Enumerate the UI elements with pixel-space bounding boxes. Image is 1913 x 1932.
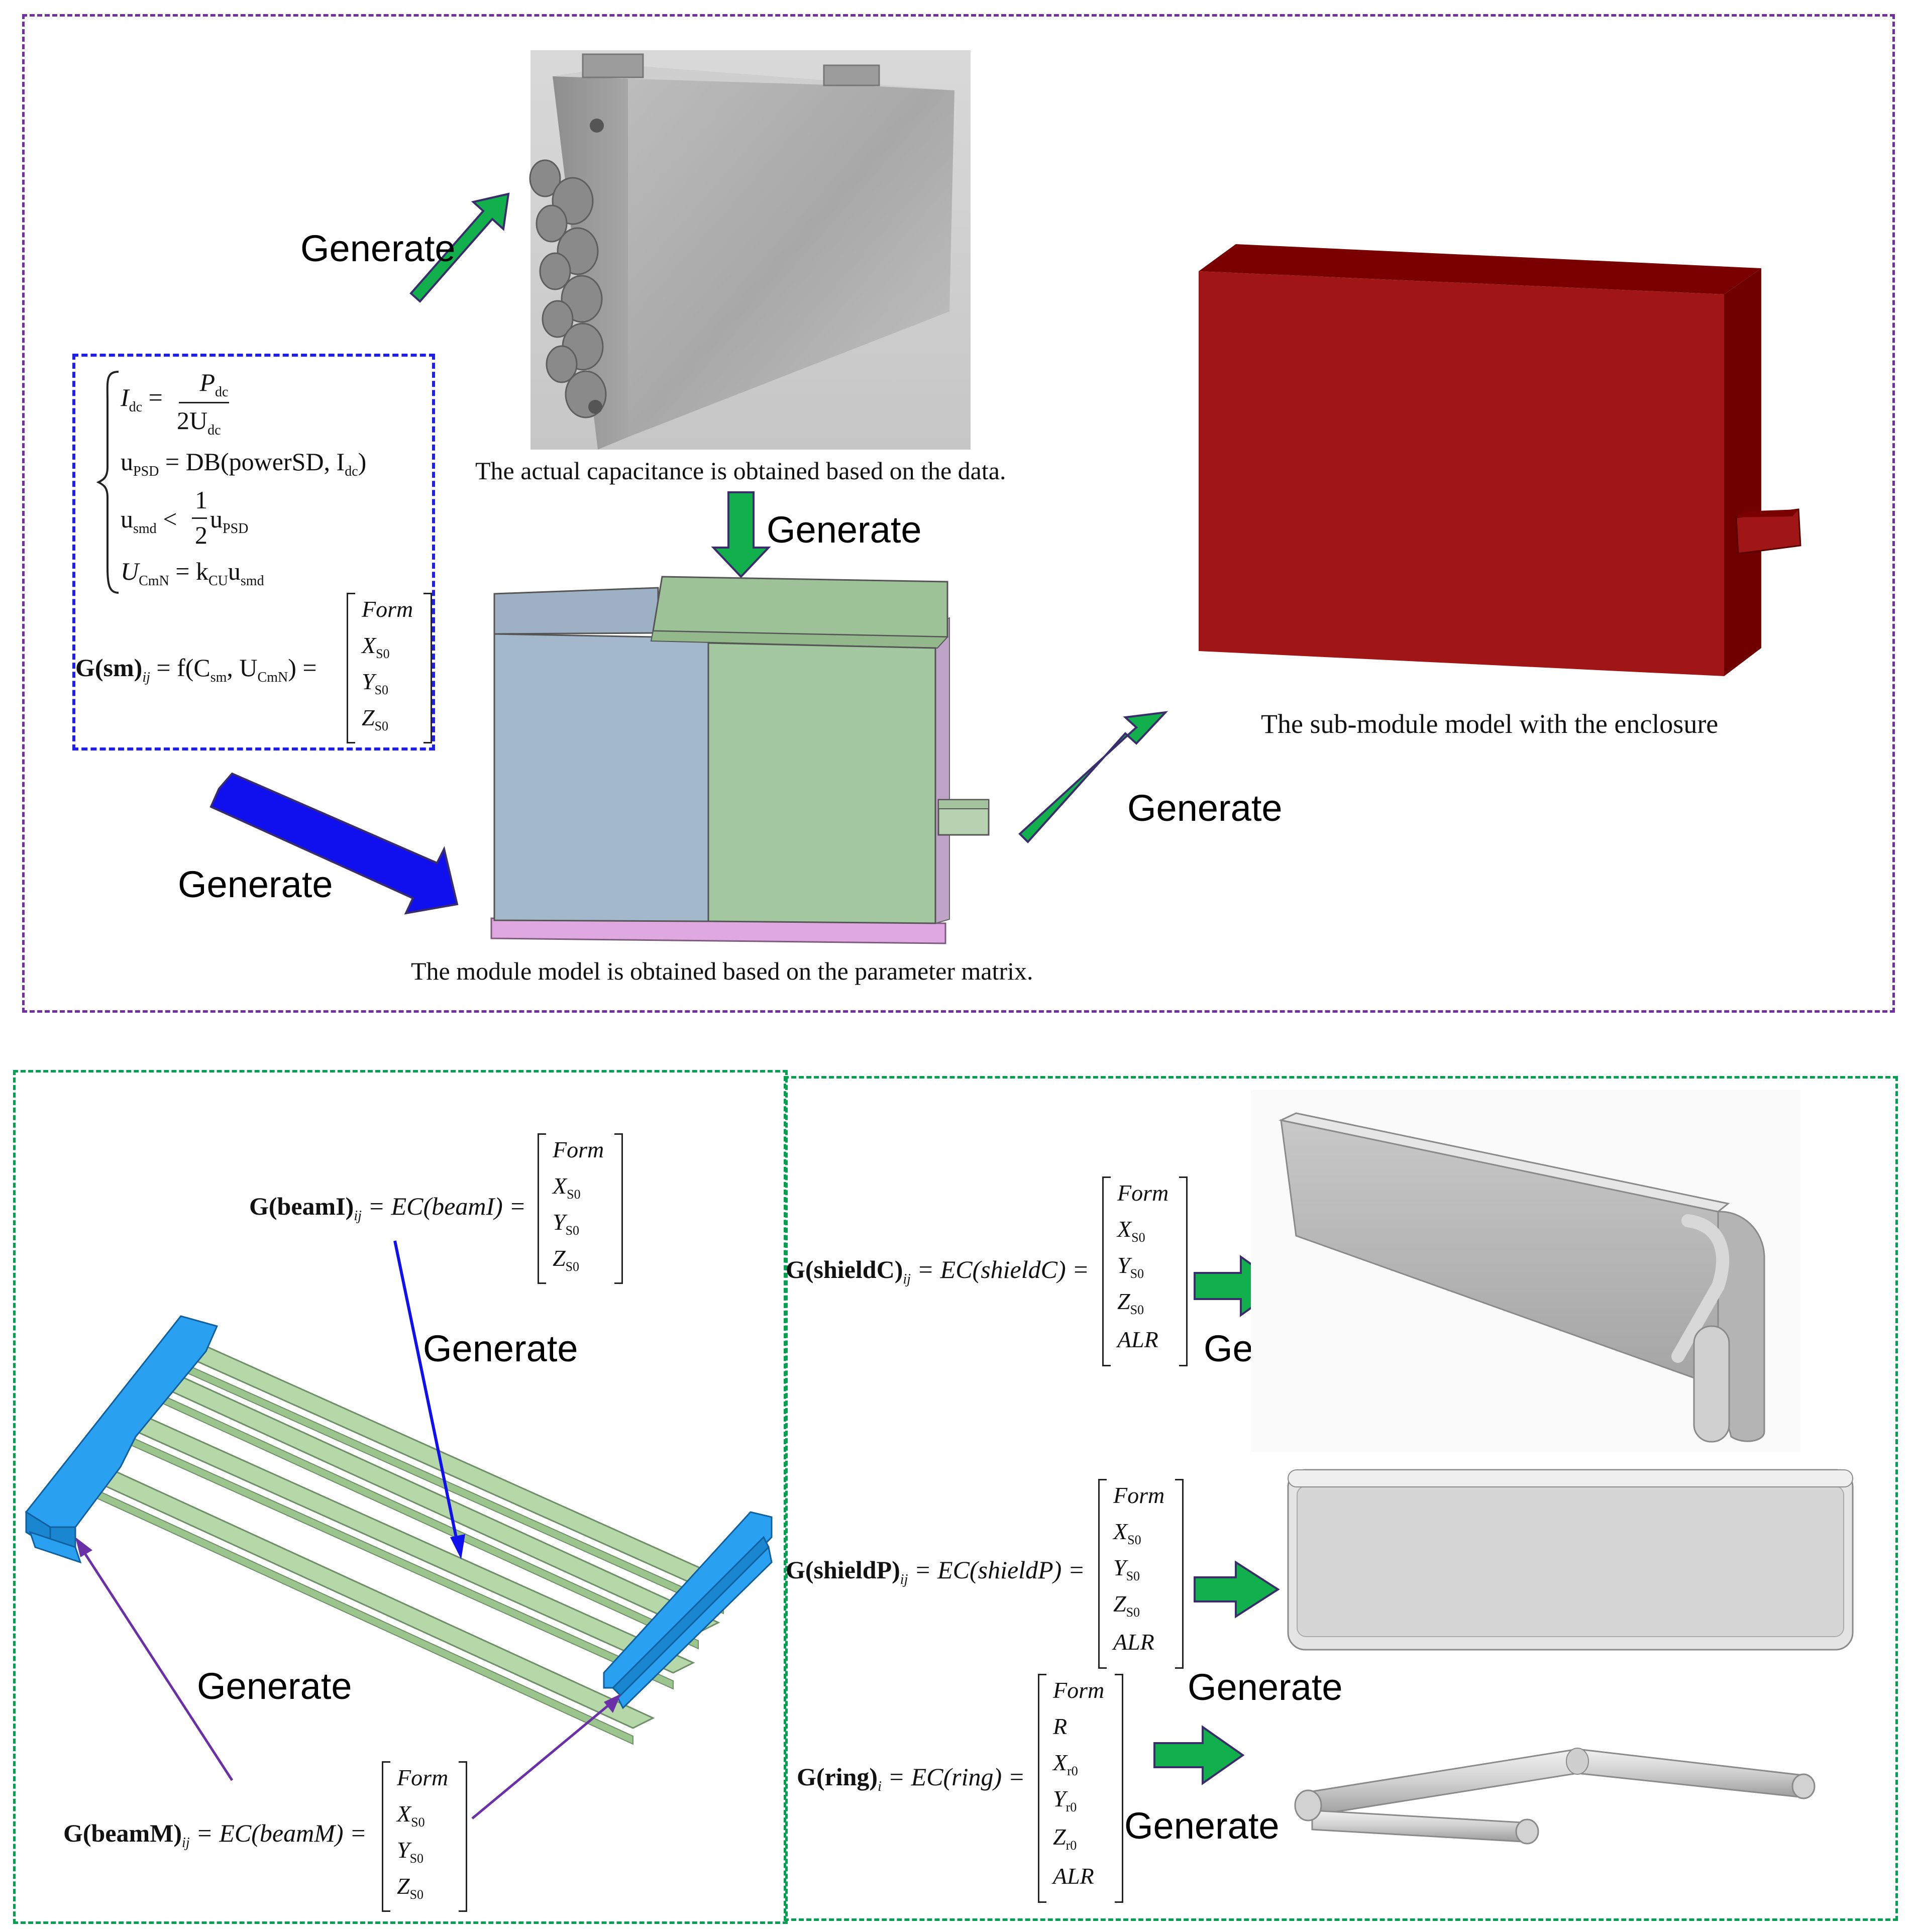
generate-label-ring: Generate: [1124, 1805, 1280, 1847]
submodule-caption: The sub-module model with the enclosure: [1261, 709, 1719, 739]
generate-label-photo: Generate: [300, 228, 456, 269]
beamM-eq: G(beamM)ij = EC(beamM) =: [63, 1819, 367, 1851]
generate-label-submodule: Generate: [1127, 787, 1283, 829]
idc-numerator: Pdc: [199, 368, 229, 400]
usmd-eq: usmd <: [121, 505, 177, 536]
generate-label-blue: Generate: [178, 864, 333, 905]
gsm-matrix-x: XS0: [362, 632, 390, 662]
shieldP-matrix: Form XS0 YS0 ZS0 ALR: [1098, 1479, 1184, 1669]
idc-eq: Idc =: [121, 383, 163, 415]
shieldC-matrix: Form XS0 YS0 ZS0 ALR: [1102, 1176, 1188, 1366]
gsm-matrix-z: ZS0: [362, 705, 389, 734]
top-panel: [22, 14, 1895, 1013]
beamM-matrix: Form XS0 YS0 ZS0: [382, 1761, 467, 1912]
generate-label-beamM: Generate: [197, 1665, 352, 1707]
beamI-matrix: Form XS0 YS0 ZS0: [538, 1133, 623, 1284]
gsm-matrix-y: YS0: [362, 669, 389, 698]
usmd-frac-num: 1: [195, 486, 207, 514]
module-caption: The module model is obtained based on th…: [411, 957, 1033, 985]
gsm-matrix: Form XS0 YS0 ZS0: [347, 593, 432, 743]
ucmn-eq: UCmN = kCUusmd: [121, 557, 264, 589]
shieldP-eq: G(shieldP)ij = EC(shieldP) =: [786, 1556, 1085, 1587]
usmd-frac-den: 2: [195, 521, 207, 549]
idc-denominator: 2Udc: [177, 406, 221, 438]
ring-eq: G(ring)i = EC(ring) =: [797, 1763, 1025, 1794]
bottom-right-panel: [784, 1076, 1898, 1921]
bottom-left-panel: [13, 1070, 788, 1924]
upsd-eq: uPSD = DB(powerSD, Idc): [121, 448, 367, 479]
generate-label-down: Generate: [767, 509, 922, 551]
shieldC-eq: G(shieldC)ij = EC(shieldC) =: [786, 1255, 1089, 1287]
ring-matrix: Form R Xr0 Yr0 Zr0 ALR: [1038, 1674, 1123, 1903]
beamI-eq: G(beamI)ij = EC(beamI) =: [249, 1192, 526, 1224]
usmd-rhs: uPSD: [210, 505, 249, 536]
photo-caption: The actual capacitance is obtained based…: [475, 457, 1006, 485]
equation-box: [72, 354, 435, 750]
gsm-eq: G(sm)ij = f(Csm, UCmN) =: [75, 654, 317, 685]
generate-label-shieldP: Generate: [1188, 1666, 1343, 1708]
gsm-matrix-form: Form: [362, 596, 413, 622]
generate-label-beamI: Generate: [423, 1328, 578, 1369]
